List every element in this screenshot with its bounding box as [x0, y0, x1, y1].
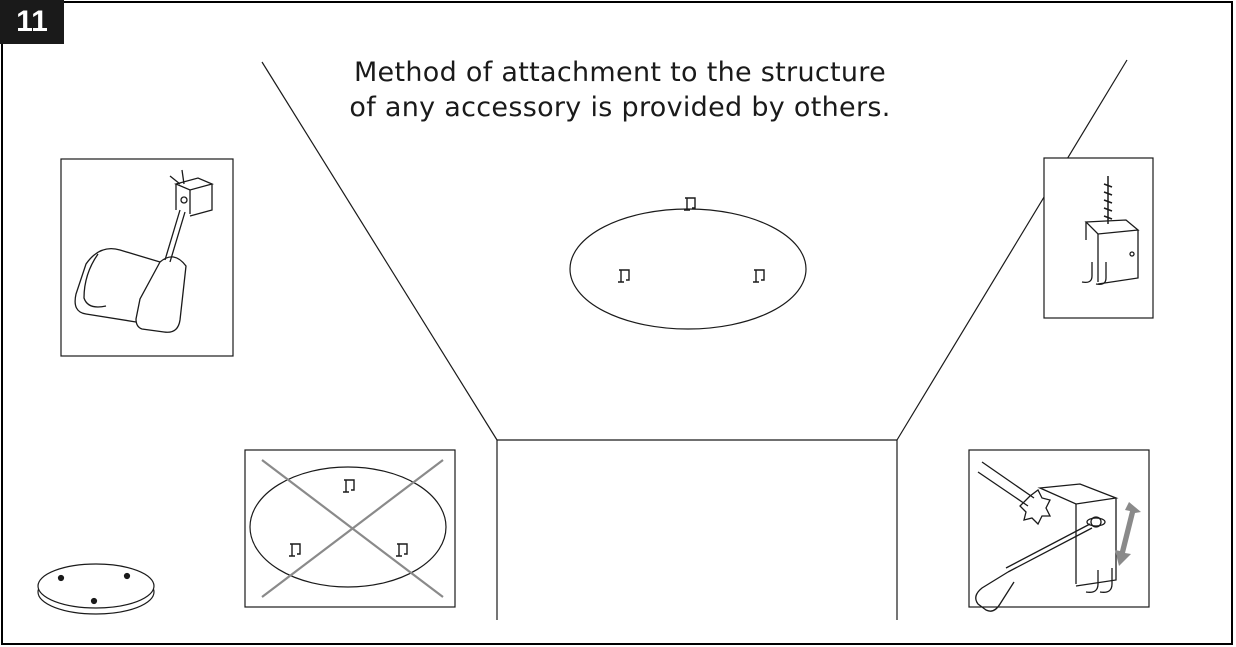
bracket-icon — [684, 197, 696, 211]
mounting-bracket-icon — [1081, 219, 1140, 286]
torx-bit-icon — [977, 461, 1052, 526]
ceiling-right-edge — [896, 59, 1128, 441]
bracket-icon — [753, 269, 765, 283]
panel-incorrect-layout — [244, 449, 456, 608]
mounting-bracket-icon — [1037, 483, 1119, 593]
ceiling-mount-disc — [569, 197, 807, 330]
bracket-icon — [618, 269, 630, 283]
bracket-icon — [396, 543, 408, 557]
room-perspective-lines — [261, 59, 1128, 620]
attachment-note: Method of attachment to the structure of… — [270, 55, 970, 125]
ceiling-left-edge — [261, 61, 498, 441]
bracket-icon — [343, 479, 355, 493]
panel-adjust-bracket — [968, 449, 1150, 612]
note-line-1: Method of attachment to the structure — [353, 57, 887, 88]
panel-drill-into-bracket — [60, 158, 234, 357]
step-number-badge: 11 — [0, 0, 64, 44]
screwdriver-icon — [975, 523, 1093, 612]
drill-icon — [74, 209, 187, 333]
panel-screw-bracket — [1043, 157, 1154, 319]
step-number: 11 — [16, 5, 48, 38]
screw-icon — [1103, 176, 1113, 224]
mounting-bracket-icon — [169, 169, 214, 217]
adjust-arrow-icon — [1115, 502, 1141, 566]
disc-accessory — [37, 563, 155, 615]
note-line-2: of any accessory is provided by others. — [349, 92, 891, 123]
bracket-icon — [289, 543, 301, 557]
cross-out-mark — [261, 459, 444, 598]
